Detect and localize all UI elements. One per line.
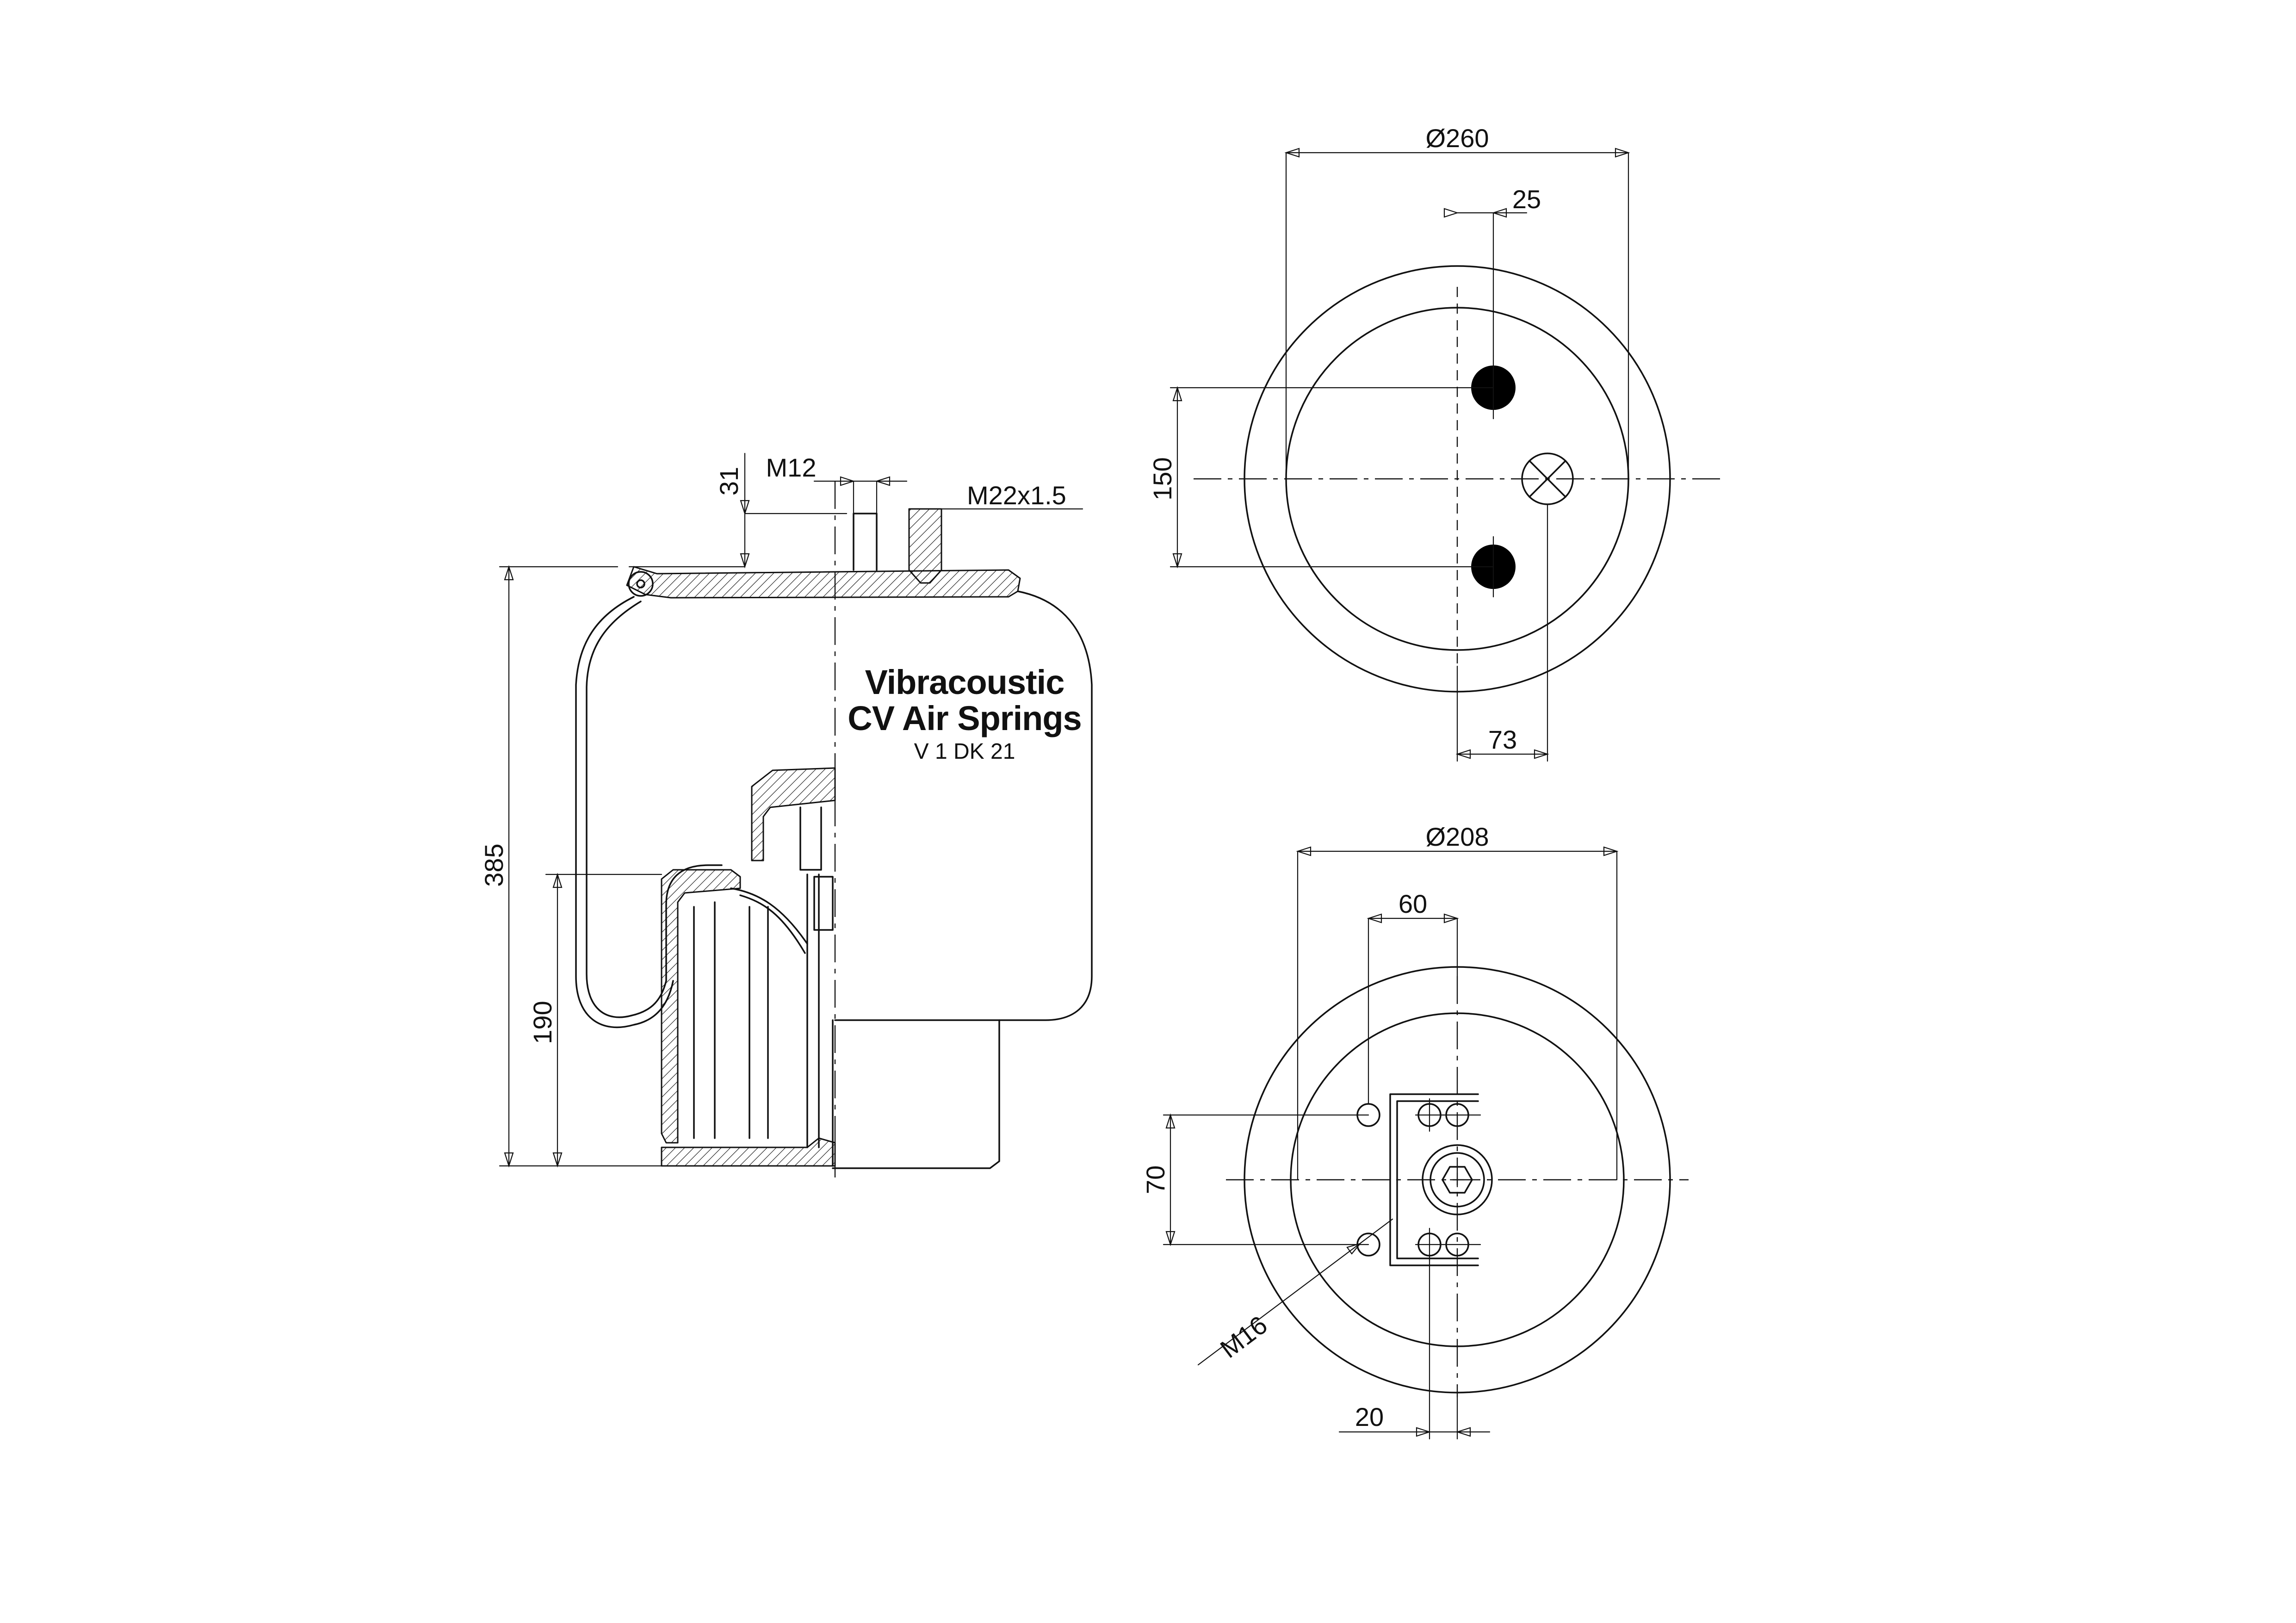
brand-line-1: Vibracoustic <box>865 663 1064 701</box>
piston-studs <box>813 876 834 931</box>
product-code: V 1 DK 21 <box>914 739 1015 764</box>
dim-air-inlet-thread: M22x1.5 <box>967 481 1066 510</box>
stud-m12 <box>853 513 878 571</box>
brand-line-2: CV Air Springs <box>848 699 1081 737</box>
bead-ring <box>628 571 654 597</box>
bellows-outline-left <box>575 596 674 1028</box>
piston-core-diagonal <box>730 887 808 954</box>
dim-bottom-hole-offset: 60 <box>1399 889 1427 918</box>
central-nut-outer <box>1422 1144 1493 1215</box>
top-bead-plate <box>626 566 1021 599</box>
dim-bottom-center-offset: 20 <box>1355 1402 1384 1431</box>
dim-stud-thread: M12 <box>766 453 817 482</box>
top-view: Ø260 25 150 73 <box>1148 124 1721 762</box>
central-nut-mid <box>1430 1152 1485 1208</box>
mounting-bracket <box>1389 1093 1479 1266</box>
piston-wall-left <box>661 869 741 1144</box>
bellows-outline-right <box>834 590 1093 1021</box>
dim-stud-length: 31 <box>714 467 743 496</box>
bellows-inner-left <box>586 601 667 1018</box>
dim-piston-height: 190 <box>528 1001 557 1044</box>
dim-top-inlet-offset: 73 <box>1488 725 1517 754</box>
side-view: 385 190 31 M12 M22x1.5 Vibracoustic CV A… <box>479 452 1093 1177</box>
piston-inner-wall <box>693 873 820 1148</box>
dim-top-stud-offset: 25 <box>1512 185 1541 214</box>
piston-cap-inner <box>799 806 822 871</box>
dim-bottom-bolt-thread: M16 <box>1215 1310 1273 1363</box>
central-nut-hex <box>1442 1166 1473 1194</box>
dim-top-stud-spacing: 150 <box>1148 457 1177 500</box>
piston-top-cap <box>751 767 836 861</box>
bead-ring-core <box>636 579 645 588</box>
bottom-view: Ø208 60 70 M16 20 <box>1141 822 1689 1440</box>
piston-base-plate <box>661 1137 836 1167</box>
piston-base-edge <box>832 1019 1000 1169</box>
dim-total-height: 385 <box>479 843 508 886</box>
dim-bottom-hole-spacing: 70 <box>1141 1165 1170 1194</box>
air-inlet-m22 <box>908 508 942 584</box>
dim-top-diameter: Ø260 <box>1426 124 1489 153</box>
dim-bottom-diameter: Ø208 <box>1426 822 1489 851</box>
